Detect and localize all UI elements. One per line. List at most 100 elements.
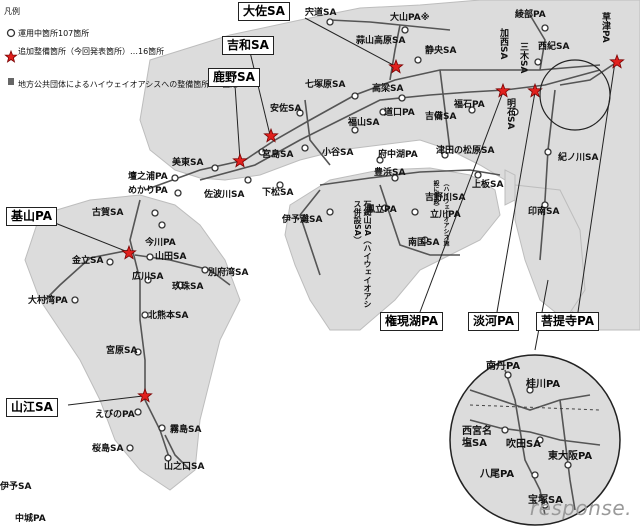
label-omura: 大村湾PA — [28, 296, 68, 306]
sa-marker — [326, 18, 334, 26]
label-kusatsu: 草津PA — [600, 12, 610, 43]
sa-marker — [534, 58, 542, 66]
callout-leaders — [54, 17, 616, 406]
label-nanatsuka: 七塚原SA — [305, 80, 346, 90]
sa-marker — [504, 371, 512, 379]
label-oyama: 大山PA※ — [390, 13, 430, 23]
label-oda: 小谷SA — [322, 148, 354, 158]
label-hirokawa: 広川SA — [132, 272, 164, 282]
highway-meishin — [559, 59, 621, 86]
label-ayabe: 綾部PA — [515, 10, 546, 20]
sa-marker — [71, 296, 79, 304]
label-kinokawa: 紀ノ川SA — [558, 153, 599, 163]
sa-marker — [379, 108, 387, 116]
callout-yoshiwa: 吉和SA — [222, 36, 274, 55]
label-takura: 吉野川SA — [425, 193, 466, 203]
label-nanno: 南国SA — [408, 238, 440, 248]
new-sa-star-icon-yamae — [137, 387, 153, 403]
sa-marker — [391, 174, 399, 182]
label-fuchu: 府中湖PA — [378, 150, 418, 160]
label-higashiosaka: 東大阪PA — [548, 451, 593, 462]
sa-marker — [376, 156, 384, 164]
label-takaya: 高梁SA — [372, 84, 404, 94]
new-sa-star-icon-yoshiwa — [263, 127, 279, 143]
watermark-logo: response. — [529, 496, 632, 520]
label-yoshinogawa-note: （ハイウェイオアシス施設に併設） — [432, 180, 449, 246]
new-sa-star-icon-kano — [232, 152, 248, 168]
highway-kyushu-main — [129, 199, 171, 461]
sa-marker — [414, 56, 422, 64]
sa-marker — [501, 426, 509, 434]
sa-marker — [434, 111, 442, 119]
label-mekari: めかりPA — [128, 186, 168, 196]
legend-square-icon — [8, 78, 14, 85]
label-nishiki: 西紀SA — [538, 42, 570, 52]
inset-highway-c — [469, 419, 601, 446]
sa-marker — [106, 258, 114, 266]
label-yamada: 山田SA — [155, 252, 187, 262]
osaka-zoom-circle — [539, 59, 611, 131]
sa-marker — [301, 144, 309, 152]
sa-marker — [258, 148, 266, 156]
leader-gongenko — [419, 91, 504, 313]
sa-marker — [134, 408, 142, 416]
highway-hiroshima — [304, 99, 331, 166]
highway-shikoku-west — [299, 189, 321, 276]
label-iyo: 伊予SA — [0, 482, 32, 492]
sa-marker — [174, 189, 182, 197]
label-takarazuka: 宝塚SA — [528, 495, 563, 506]
new-sa-star-icon-kiyama — [121, 244, 137, 260]
legend-local: 地方公共団体によるハイウェイオアシスへの整備箇所…4箇所 — [18, 80, 239, 89]
sa-marker — [134, 348, 142, 356]
sa-marker — [441, 151, 449, 159]
sa-marker — [401, 26, 409, 34]
sa-marker — [244, 176, 252, 184]
sa-marker — [531, 471, 539, 479]
label-nantan: 南丹PA — [486, 361, 521, 372]
leader-awaji — [496, 91, 536, 313]
new-sa-stars — [4, 49, 625, 403]
leader-yamae — [67, 395, 144, 406]
label-hachibuse: 八尾PA — [480, 469, 515, 480]
label-nakajo: 中城PA — [15, 514, 46, 524]
label-shizuki: 静央SA — [425, 46, 457, 56]
sa-marker — [126, 444, 134, 452]
sa-marker — [544, 148, 552, 156]
label-yamanokuchi: 山之口SA — [164, 462, 205, 472]
label-imagawa: 今川PA — [145, 238, 176, 248]
sa-marker — [146, 253, 154, 261]
label-uehan: 上板SA — [472, 180, 504, 190]
label-shinji: 宍道SA — [305, 8, 337, 18]
sa-marker — [171, 174, 179, 182]
new-sa-star-icon-gongenko — [495, 82, 511, 98]
label-genko: 玖珠SA — [172, 282, 204, 292]
highway-okayama — [439, 69, 451, 151]
sa-marker — [468, 106, 476, 114]
sa-marker — [211, 164, 219, 172]
highway-shikoku-east — [319, 169, 501, 186]
sa-marker — [421, 236, 429, 244]
sa-marker — [381, 204, 389, 212]
legend-title: 凡例 — [4, 7, 20, 16]
label-mito: 美東SA — [172, 158, 204, 168]
label-tachikawa: 立川PA — [430, 210, 461, 220]
label-tsuda: 津田の松原SA — [436, 146, 495, 156]
label-sakugawa: 佐波川SA — [204, 190, 245, 200]
sa-marker — [176, 281, 184, 289]
legend-dot-icon — [6, 28, 16, 38]
label-akashi: 明石SA — [505, 98, 515, 130]
label-fukuishi: 福石PA — [454, 100, 485, 110]
sa-marker — [511, 108, 519, 116]
sa-marker — [526, 386, 534, 394]
label-kitakumamoto: 北熊本SA — [148, 311, 189, 321]
callout-awaji: 淡河PA — [468, 312, 519, 331]
highway-yonago — [389, 24, 401, 81]
inset-dashed — [469, 404, 601, 411]
label-beppu: 別府湾SA — [208, 268, 249, 278]
label-anzai: 安佐SA — [270, 104, 302, 114]
label-sakurajima: 桜島SA — [92, 444, 124, 454]
label-kanatate: 金立SA — [72, 256, 104, 266]
label-hiruzen: 蒜山高原SA — [356, 36, 406, 46]
